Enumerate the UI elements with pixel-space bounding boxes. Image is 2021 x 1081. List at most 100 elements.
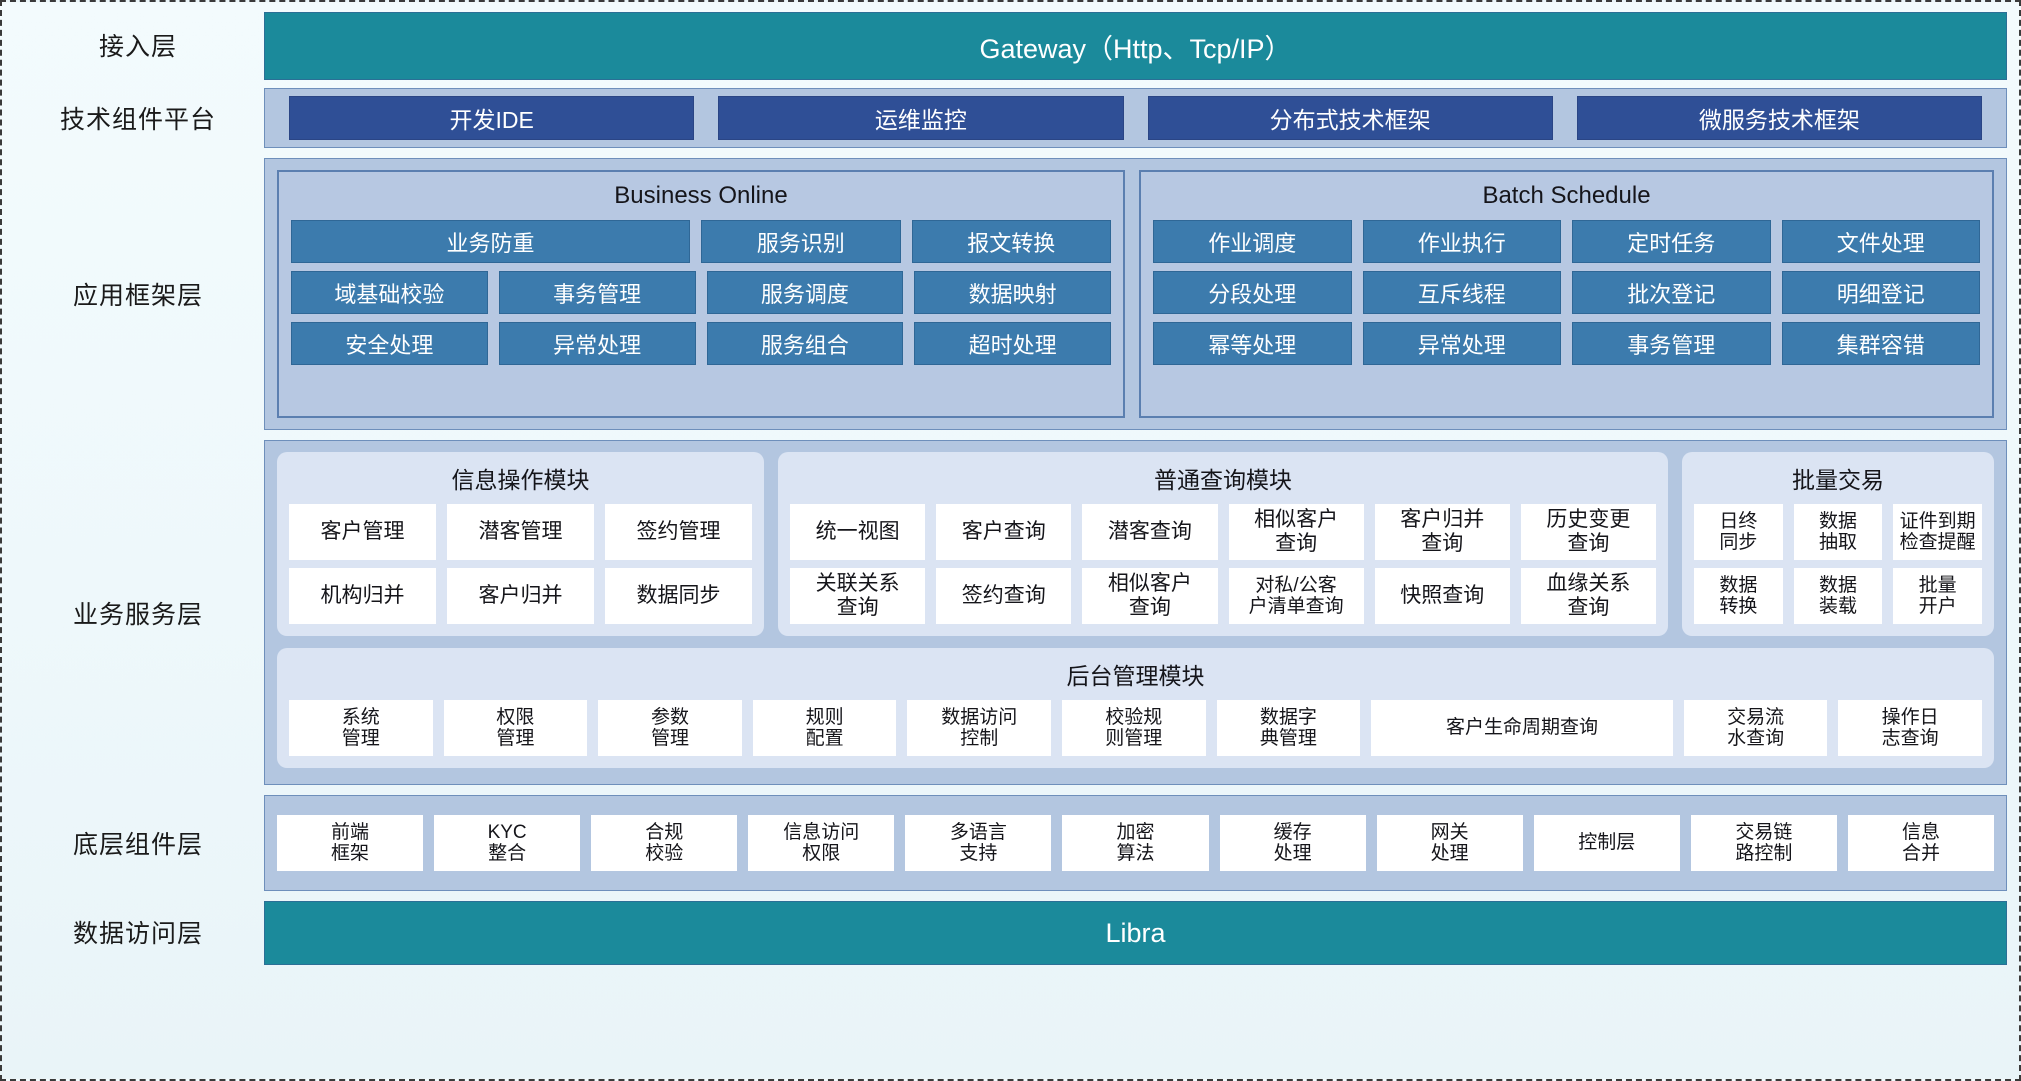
backend-admin-grid: 系统管理 权限管理 参数管理 规则配置 数据访问控制 校验规则管理 数据字典管理… [289,700,1982,756]
io-cell-5[interactable]: 客户归并 [447,568,594,624]
cq-cell-9[interactable]: 相似客户查询 [1082,568,1218,624]
bo-cell-8[interactable]: 安全处理 [291,322,488,365]
bo-cell-11[interactable]: 超时处理 [914,322,1111,365]
batch-schedule-row1: 作业调度 作业执行 定时任务 文件处理 [1153,220,1980,263]
comp-cell-1[interactable]: 前端框架 [277,815,424,871]
bs-cell-4[interactable]: 文件处理 [1781,220,1980,263]
layer-label-appframe: 应用框架层 [72,282,203,310]
spacer [1153,314,1980,322]
bs-cell-2[interactable]: 作业执行 [1362,220,1561,263]
bt-cell-2[interactable]: 数据抽取 [1793,504,1883,560]
comp-cell-4[interactable]: 信息访问权限 [748,815,895,871]
layer-label-tech: 技术组件平台 [59,106,216,134]
bs-cell-6[interactable]: 互斥线程 [1362,271,1561,314]
cq-cell-11[interactable]: 快照查询 [1374,568,1510,624]
bt-cell-5[interactable]: 数据装载 [1793,568,1883,624]
bo-cell-6[interactable]: 服务调度 [706,271,904,314]
comp-cell-9[interactable]: 控制层 [1533,815,1680,871]
ba-cell-10[interactable]: 操作日志查询 [1838,700,1982,756]
common-query-row2: 关联关系查询 签约查询 相似客户查询 对私/公客户清单查询 快照查询 血缘关系查… [790,568,1656,624]
tech-chip-ide[interactable]: 开发IDE [289,96,695,140]
bo-cell-2[interactable]: 服务识别 [701,220,901,263]
common-query-title: 普通查询模块 [1154,467,1292,493]
tech-chip-ops[interactable]: 运维监控 [718,96,1124,140]
bt-cell-1[interactable]: 日终同步 [1694,504,1783,560]
gateway-bar[interactable]: Gateway（Http、Tcp/IP） [264,12,2007,80]
cq-cell-12[interactable]: 血缘关系查询 [1520,568,1656,624]
layer-row-appframe: 应用框架层 Business Online 业务防重 服务识别 报文转换 [12,158,2007,430]
bs-cell-10[interactable]: 异常处理 [1362,322,1561,365]
io-cell-2[interactable]: 潜客管理 [447,504,594,560]
ba-cell-3[interactable]: 参数管理 [598,700,742,756]
cq-cell-5[interactable]: 客户归并查询 [1374,504,1510,560]
info-operation-row1: 客户管理 潜客管理 签约管理 [289,504,752,560]
ba-cell-2[interactable]: 权限管理 [443,700,588,756]
ba-cell-6[interactable]: 校验规则管理 [1062,700,1206,756]
business-service-modules-row: 信息操作模块 客户管理 潜客管理 签约管理 机构归并 客户归并 数据同步 [277,452,1994,636]
bs-cell-8[interactable]: 明细登记 [1781,271,1980,314]
io-cell-3[interactable]: 签约管理 [605,504,752,560]
layer-label-bizservice: 业务服务层 [72,600,203,629]
bo-cell-1[interactable]: 业务防重 [291,220,690,263]
bo-cell-10[interactable]: 服务组合 [706,322,904,365]
cq-cell-6[interactable]: 历史变更查询 [1520,504,1656,560]
layer-row-bizservice: 业务服务层 信息操作模块 客户管理 潜客管理 签约管理 机构归并 [12,440,2007,785]
backend-admin-module: 后台管理模块 系统管理 权限管理 参数管理 规则配置 数据访问控制 校验规则管理… [277,648,1994,768]
ba-cell-5[interactable]: 数据访问控制 [907,700,1052,756]
bt-cell-3[interactable]: 证件到期检查提醒 [1893,504,1982,560]
bo-cell-3[interactable]: 报文转换 [911,220,1111,263]
bs-cell-12[interactable]: 集群容错 [1781,322,1980,365]
ba-cell-1[interactable]: 系统管理 [289,700,433,756]
tech-chip-distributed[interactable]: 分布式技术框架 [1147,96,1553,140]
comp-cell-8[interactable]: 网关处理 [1376,815,1523,871]
bt-cell-6[interactable]: 批量开户 [1893,568,1982,624]
comp-cell-11[interactable]: 信息合并 [1847,815,1994,871]
bs-cell-11[interactable]: 事务管理 [1572,322,1771,365]
business-online-row1: 业务防重 服务识别 报文转换 [291,220,1111,263]
comp-cell-10[interactable]: 交易链路控制 [1690,815,1837,871]
ba-cell-7[interactable]: 数据字典管理 [1216,700,1361,756]
cq-cell-8[interactable]: 签约查询 [936,568,1072,624]
io-cell-1[interactable]: 客户管理 [289,504,436,560]
ba-cell-9[interactable]: 交易流水查询 [1683,700,1828,756]
comp-cell-5[interactable]: 多语言支持 [905,815,1052,871]
bo-cell-4[interactable]: 域基础校验 [291,271,488,314]
libra-bar[interactable]: Libra [264,901,2007,965]
layer-body-bizservice: 信息操作模块 客户管理 潜客管理 签约管理 机构归并 客户归并 数据同步 [264,440,2007,785]
spacer [790,560,1656,568]
spacer [12,148,2007,158]
cq-cell-3[interactable]: 潜客查询 [1082,504,1218,560]
batch-transaction-row1: 日终同步 数据抽取 证件到期检查提醒 [1694,504,1982,560]
layer-label-component: 底层组件层 [72,831,203,859]
io-cell-4[interactable]: 机构归并 [289,568,436,624]
bo-cell-5[interactable]: 事务管理 [498,271,696,314]
bs-cell-1[interactable]: 作业调度 [1153,220,1352,263]
cq-cell-1[interactable]: 统一视图 [790,504,926,560]
comp-cell-3[interactable]: 合规校验 [591,815,738,871]
ba-cell-4[interactable]: 规则配置 [752,700,897,756]
batch-schedule-title: Batch Schedule [1482,182,1651,209]
io-cell-6[interactable]: 数据同步 [605,568,752,624]
bs-cell-7[interactable]: 批次登记 [1572,271,1771,314]
cq-cell-4[interactable]: 相似客户查询 [1228,504,1364,560]
spacer [12,430,2007,440]
business-online-box: Business Online 业务防重 服务识别 报文转换 域基础校验 事务管… [277,170,1125,418]
cq-cell-10[interactable]: 对私/公客户清单查询 [1228,568,1364,624]
bt-cell-4[interactable]: 数据转换 [1694,568,1783,624]
cq-cell-7[interactable]: 关联关系查询 [790,568,926,624]
ba-cell-8[interactable]: 客户生命周期查询 [1371,700,1673,756]
bo-cell-9[interactable]: 异常处理 [498,322,696,365]
comp-cell-7[interactable]: 缓存处理 [1219,815,1366,871]
batch-schedule-box: Batch Schedule 作业调度 作业执行 定时任务 文件处理 分段处理 … [1139,170,1994,418]
business-service-panel: 信息操作模块 客户管理 潜客管理 签约管理 机构归并 客户归并 数据同步 [264,440,2007,785]
batch-schedule-row2: 分段处理 互斥线程 批次登记 明细登记 [1153,271,1980,314]
cq-cell-2[interactable]: 客户查询 [936,504,1072,560]
bo-cell-7[interactable]: 数据映射 [914,271,1111,314]
tech-chip-microservice[interactable]: 微服务技术框架 [1576,96,1982,140]
bs-cell-9[interactable]: 幂等处理 [1153,322,1352,365]
bs-cell-5[interactable]: 分段处理 [1153,271,1352,314]
comp-cell-6[interactable]: 加密算法 [1062,815,1209,871]
app-framework-row: Business Online 业务防重 服务识别 报文转换 域基础校验 事务管… [277,170,1994,418]
bs-cell-3[interactable]: 定时任务 [1572,220,1771,263]
